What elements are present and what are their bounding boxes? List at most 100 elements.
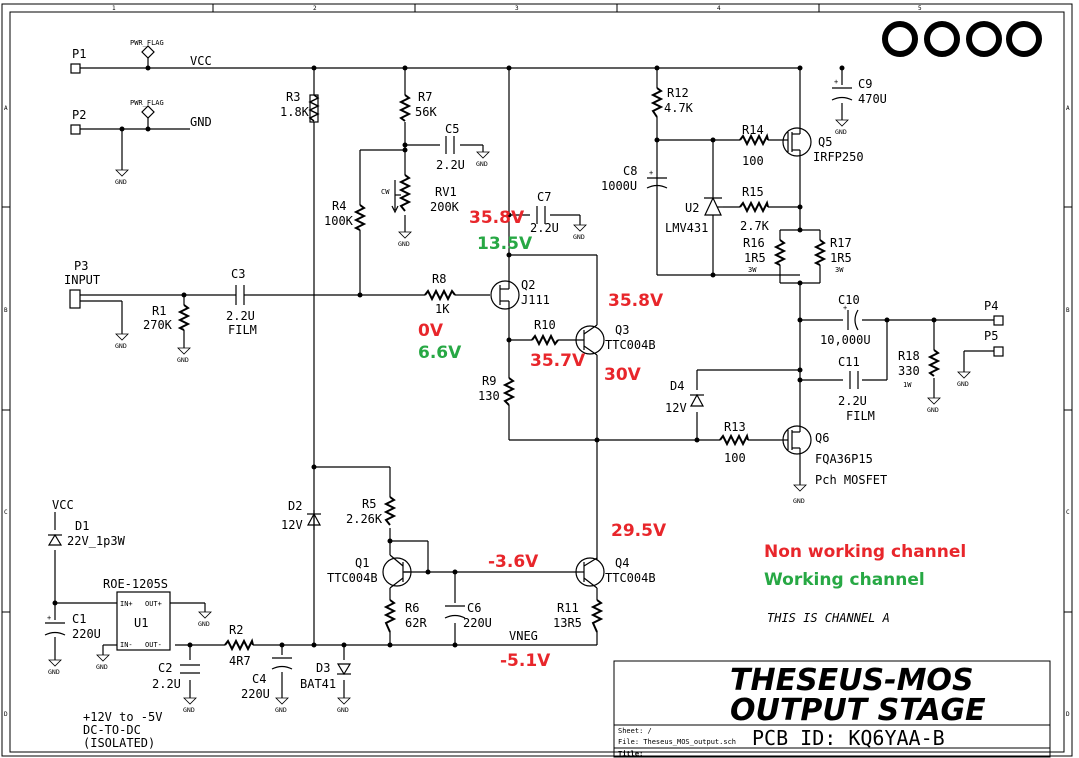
c1-val: 220U xyxy=(72,627,101,641)
r7-ref: R7 xyxy=(418,90,432,104)
capacitor-c5: C5 2.2U xyxy=(436,122,465,172)
potentiometer-rv1: RV1 200K CW xyxy=(381,174,460,214)
r15-ref: R15 xyxy=(742,185,764,199)
r16-val: 1R5 xyxy=(744,251,766,265)
c6-ref: C6 xyxy=(467,601,481,615)
r5-val: 2.26K xyxy=(346,512,383,526)
capacitor-c7: C7 2.2U xyxy=(530,190,559,235)
d3-val: BAT41 xyxy=(300,677,336,691)
svg-text:GND: GND xyxy=(398,240,410,248)
diode-d4: D4 12V xyxy=(665,379,705,415)
rv1-cw: CW xyxy=(381,188,390,196)
title-line-2: OUTPUT STAGE xyxy=(730,693,986,728)
r8-ref: R8 xyxy=(432,272,446,286)
d3-ref: D3 xyxy=(316,661,330,675)
resistor-r6: R6 62R xyxy=(383,599,427,633)
jfet-q2: Q2 J111 xyxy=(490,278,550,310)
resistor-r13: R13 100 xyxy=(719,420,749,465)
r12-val: 4.7K xyxy=(664,101,694,115)
r11-val: 13R5 xyxy=(553,616,582,630)
resistor-r4: R4 100K xyxy=(324,199,367,231)
c11-val: 2.2U xyxy=(838,394,867,408)
v-vneg-bad: -5.1V xyxy=(500,651,551,671)
legend-non-working: Non working channel xyxy=(764,542,966,562)
gnd-symbols: GND GND GND GND GND GND GND GND GND GND … xyxy=(48,119,971,714)
capacitor-c10: + C10 10,000U xyxy=(820,293,871,347)
col-1: 1 xyxy=(112,5,116,12)
c2-ref: C2 xyxy=(158,661,172,675)
c6-val: 220U xyxy=(463,616,492,630)
wires xyxy=(54,58,994,698)
resistor-r18: R18 330 1W xyxy=(898,349,941,389)
svg-text:GND: GND xyxy=(573,233,585,241)
c10-plus-icon: + xyxy=(843,304,847,312)
v-q2-gate-good: 6.6V xyxy=(418,343,462,363)
diode-d3: D3 BAT41 xyxy=(300,661,352,691)
svg-text:GND: GND xyxy=(835,128,847,136)
r1-ref: R1 xyxy=(152,304,166,318)
d1-val: 22V_1p3W xyxy=(67,534,126,548)
pcb-id: PCB ID: KQ6YAA-B xyxy=(752,726,945,750)
r10-ref: R10 xyxy=(534,318,556,332)
c3-type: FILM xyxy=(228,323,257,337)
q5-val: IRFP250 xyxy=(813,150,864,164)
pwr-flag-1: PWR_FLAG xyxy=(130,39,164,59)
net-gnd: GND xyxy=(190,115,212,129)
c4-val: 220U xyxy=(241,687,270,701)
resistor-r12: R12 4.7K xyxy=(650,86,694,118)
p2-label: P2 xyxy=(72,108,86,122)
q4-ref: Q4 xyxy=(615,556,629,570)
logo-circle-icon xyxy=(882,21,918,57)
q1-val: TTC004B xyxy=(327,571,378,585)
gnd-icon: GND xyxy=(198,611,212,628)
capacitor-c9: + C9 470U xyxy=(831,77,887,106)
q2-val: J111 xyxy=(521,293,550,307)
bjt-q3: Q3 TTC004B xyxy=(575,323,656,356)
row-c-r: C xyxy=(1066,509,1070,516)
r6-ref: R6 xyxy=(405,601,419,615)
col-4: 4 xyxy=(717,5,721,12)
r9-val: 130 xyxy=(478,389,500,403)
gnd-icon: GND xyxy=(275,697,289,714)
c11-ref: C11 xyxy=(838,355,860,369)
r13-val: 100 xyxy=(724,451,746,465)
pwr-flag-label: PWR_FLAG xyxy=(130,99,164,107)
u2-val: LMV431 xyxy=(665,221,708,235)
r17-val: 1R5 xyxy=(830,251,852,265)
resistor-r17: R17 1R5 3W xyxy=(813,236,852,274)
c1-ref: C1 xyxy=(72,612,86,626)
u1-in-plus: IN+ xyxy=(120,600,133,608)
diode-d1: D1 22V_1p3W xyxy=(47,519,126,548)
c8-plus-icon: + xyxy=(649,169,653,177)
gnd-icon: GND xyxy=(573,224,587,241)
svg-text:GND: GND xyxy=(115,342,127,350)
r18-val: 330 xyxy=(898,364,920,378)
q2-ref: Q2 xyxy=(521,278,535,292)
r2-val: 4R7 xyxy=(229,654,251,668)
svg-text:GND: GND xyxy=(476,160,488,168)
v-q3-base-bad: 35.7V xyxy=(530,351,586,371)
svg-text:GND: GND xyxy=(115,178,127,186)
title-block: THESEUS-MOS OUTPUT STAGE Sheet: / File: … xyxy=(613,660,1051,758)
r8-val: 1K xyxy=(435,302,450,316)
r12-ref: R12 xyxy=(667,86,689,100)
gnd-icon: GND xyxy=(337,697,351,714)
svg-text:GND: GND xyxy=(96,663,108,671)
c10-ref: C10 xyxy=(838,293,860,307)
connector-p4: P4 xyxy=(984,299,1004,326)
pwr-flag-2: PWR_FLAG xyxy=(130,99,164,119)
u2-ref: U2 xyxy=(685,201,699,215)
r7-val: 56K xyxy=(415,105,437,119)
col-2: 2 xyxy=(313,5,317,12)
q6-ref: Q6 xyxy=(815,431,829,445)
connector-p1: P1 xyxy=(70,47,86,74)
v-q2-drain-bad: 35.8V xyxy=(469,208,525,228)
connector-p3: P3 INPUT xyxy=(64,259,100,309)
row-a: A xyxy=(4,105,8,112)
sheet-frame: 1 2 3 4 5 A B C D A B C D xyxy=(1,3,1073,757)
r15-val: 2.7K xyxy=(740,219,770,233)
row-a-r: A xyxy=(1066,105,1070,112)
resistor-r7: R7 56K xyxy=(398,90,437,122)
d2-val: 12V xyxy=(281,518,303,532)
capacitor-c6: C6 220U xyxy=(444,601,492,630)
